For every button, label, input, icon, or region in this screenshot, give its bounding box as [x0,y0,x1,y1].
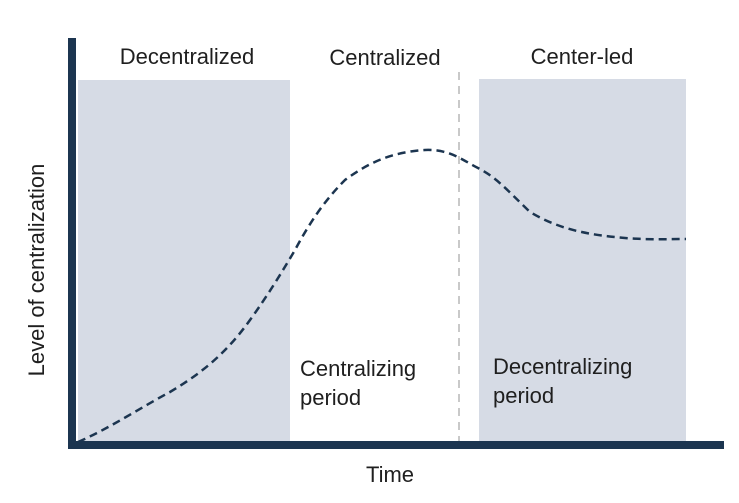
centralizing-period-line-2: period [300,385,361,410]
centralizing-period-line-1: Centralizing [300,356,416,381]
decentralizing-period-label: Decentralizing period [493,354,639,408]
decentralizing-period-line-1: Decentralizing [493,354,632,379]
phase-label-decentralized: Decentralized [120,44,255,69]
decentralized-region [78,80,290,442]
center-led-region [479,79,686,442]
x-axis-label: Time [366,462,414,487]
decentralizing-period-line-2: period [493,383,554,408]
phase-label-center-led: Center-led [531,44,634,69]
centralizing-period-label: Centralizing period [300,356,422,410]
phase-label-centralized: Centralized [329,45,440,70]
y-axis-label: Level of centralization [24,164,49,377]
